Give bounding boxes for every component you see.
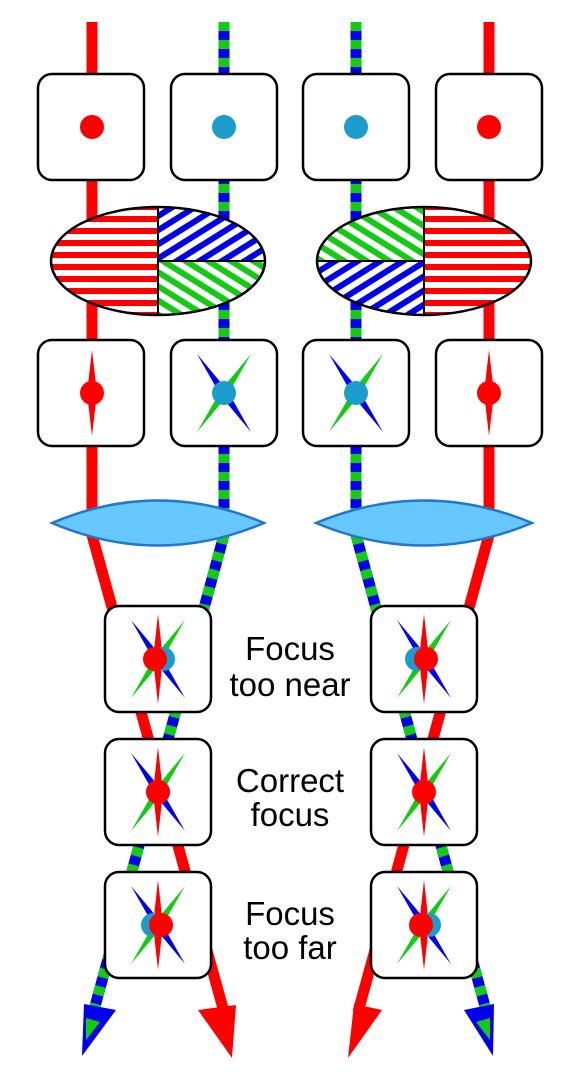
source-box-cyan — [301, 72, 411, 182]
focus-boxes-right — [369, 604, 479, 980]
lens-left — [48, 499, 268, 547]
label-correct-line1: Correct — [236, 762, 344, 799]
arrowhead-blue-green — [82, 1004, 116, 1056]
dispersed-box-red — [434, 338, 544, 448]
arrowhead-red — [348, 1004, 382, 1058]
arrowheads — [82, 1004, 494, 1058]
label-too-near-line1: Focus — [245, 630, 335, 667]
focus-box-too-near — [103, 604, 213, 714]
label-too-far-line1: Focus — [245, 895, 335, 932]
focus-box-too-near — [369, 604, 479, 714]
source-boxes — [36, 72, 544, 182]
ellipse-right-outline — [315, 205, 533, 317]
label-correct-line2: focus — [251, 796, 330, 833]
dispersed-box-cyan — [169, 338, 279, 448]
focus-box-too-far — [369, 870, 479, 980]
focus-box-correct — [103, 737, 213, 847]
arrowhead-red — [198, 1005, 236, 1058]
source-box-red — [434, 72, 544, 182]
focus-labels: Focus too near Correct focus Focus too f… — [229, 630, 350, 966]
dispersed-box-red — [36, 338, 146, 448]
source-box-red — [36, 72, 146, 182]
lens-right — [312, 499, 536, 547]
dispersed-box-cyan — [301, 338, 411, 448]
dispersed-boxes — [36, 338, 544, 448]
focus-box-too-far — [103, 870, 213, 980]
focus-box-correct — [369, 737, 479, 847]
label-too-near-line2: too near — [229, 666, 350, 703]
source-box-cyan — [169, 72, 279, 182]
ellipse-left-outline — [49, 205, 267, 317]
arrowhead-blue-green — [464, 1004, 494, 1056]
ellipse-left — [51, 207, 265, 315]
label-too-far-line2: too far — [243, 929, 337, 966]
ellipse-right — [317, 207, 531, 315]
focus-boxes-left — [103, 604, 213, 980]
